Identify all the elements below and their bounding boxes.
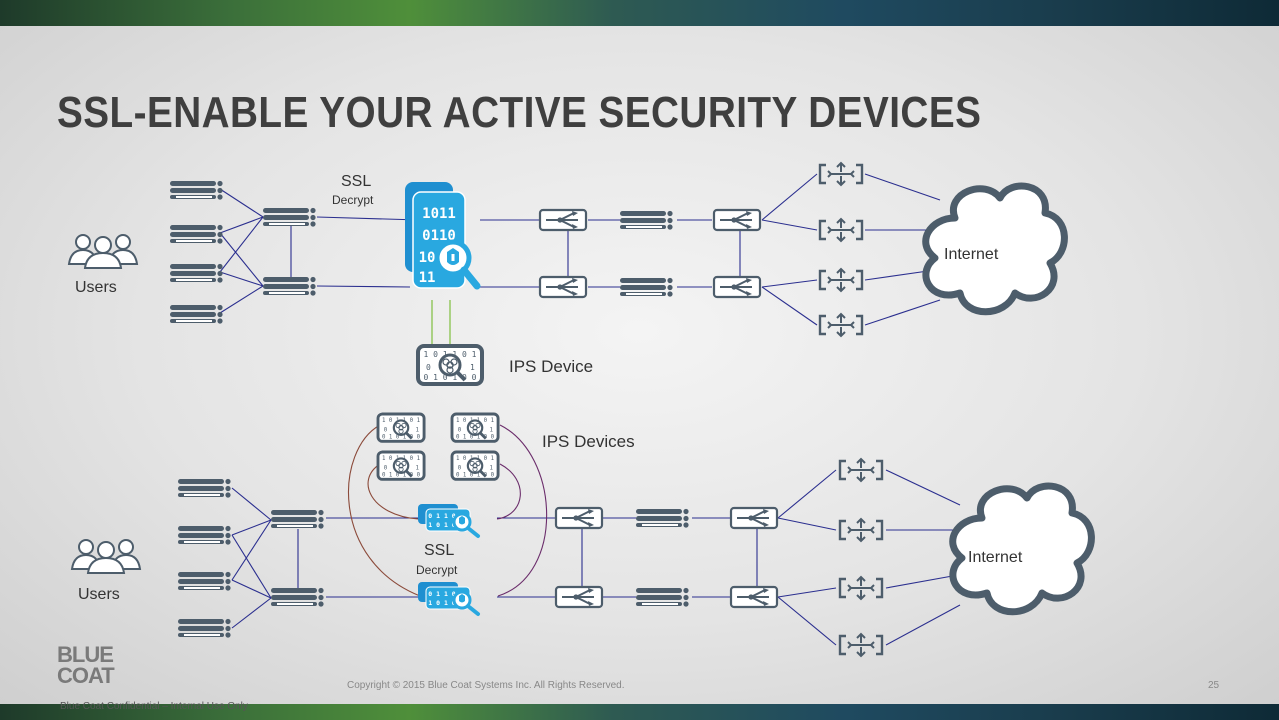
ssl-label: SSL xyxy=(424,542,454,559)
decrypt-label: Decrypt xyxy=(332,193,374,207)
switch-icon xyxy=(636,587,689,607)
bottom-diagram: Users SSL Decrypt IPS Devices Internet xyxy=(71,412,1091,658)
switch-icon xyxy=(170,304,223,324)
firewall-icon xyxy=(838,575,884,601)
ssl-appliance-icon xyxy=(416,580,480,616)
page-number: 25 xyxy=(1208,680,1220,691)
bottom-links xyxy=(231,469,961,646)
router-icon xyxy=(554,506,604,530)
ips-devices-label: IPS Devices xyxy=(542,432,635,451)
switch-icon xyxy=(170,263,223,283)
top-decorative-band xyxy=(0,0,1279,26)
firewall-icon xyxy=(818,267,864,293)
blue-coat-logo: BLUE COAT xyxy=(57,642,115,688)
bottom-decorative-band xyxy=(0,704,1279,720)
copyright-text: Copyright © 2015 Blue Coat Systems Inc. … xyxy=(347,680,625,691)
switch-icon xyxy=(178,525,231,545)
slide-title: SSL-ENABLE YOUR ACTIVE SECURITY DEVICES xyxy=(57,88,982,137)
router-icon xyxy=(538,208,588,232)
logo-line-1: BLUE xyxy=(57,642,114,667)
ips-device-label: IPS Device xyxy=(509,357,593,376)
users-label: Users xyxy=(75,279,117,296)
switch-icon xyxy=(178,478,231,498)
ips-loop-link xyxy=(348,424,421,597)
switch-icon xyxy=(620,210,673,230)
ips-device-icon xyxy=(450,450,500,481)
switch-icon xyxy=(263,207,316,227)
router-icon xyxy=(729,585,779,609)
confidential-notice: Blue Coat Confidential – Internal Use On… xyxy=(60,701,248,712)
ssl-label: SSL xyxy=(341,173,371,190)
router-icon xyxy=(729,506,779,530)
top-links xyxy=(219,173,941,326)
ips-device-icon xyxy=(376,450,426,481)
firewall-icon xyxy=(818,217,864,243)
ssl-appliance-icon xyxy=(405,182,477,288)
router-icon xyxy=(554,585,604,609)
firewall-icon xyxy=(838,632,884,658)
decrypt-label: Decrypt xyxy=(416,563,458,577)
users-label: Users xyxy=(78,586,120,603)
ips-loop-link xyxy=(497,424,548,597)
internet-label: Internet xyxy=(968,549,1023,566)
switch-icon xyxy=(271,587,324,607)
ips-device-icon xyxy=(416,344,484,386)
switch-icon xyxy=(620,277,673,297)
internet-label: Internet xyxy=(944,246,999,263)
ssl-appliance-icon xyxy=(416,502,480,538)
ips-device-icon xyxy=(450,412,500,443)
top-diagram: Users SSL Decrypt IPS Device Internet xyxy=(68,161,1064,386)
ips-loop-link xyxy=(367,463,419,520)
switch-icon xyxy=(263,276,316,296)
router-icon xyxy=(712,275,762,299)
logo-line-2: COAT xyxy=(57,662,115,688)
firewall-icon xyxy=(838,457,884,483)
users-icon xyxy=(68,234,138,269)
firewall-icon xyxy=(818,161,864,187)
switch-icon xyxy=(170,180,223,200)
switch-icon xyxy=(178,618,231,638)
ips-device-icon xyxy=(376,412,426,443)
switch-icon xyxy=(636,508,689,528)
switch-icon xyxy=(170,224,223,244)
users-icon xyxy=(71,539,141,574)
switch-icon xyxy=(178,571,231,591)
router-icon xyxy=(538,275,588,299)
switch-icon xyxy=(271,509,324,529)
firewall-icon xyxy=(838,517,884,543)
ips-loop-link xyxy=(496,463,521,520)
router-icon xyxy=(712,208,762,232)
firewall-icon xyxy=(818,312,864,338)
